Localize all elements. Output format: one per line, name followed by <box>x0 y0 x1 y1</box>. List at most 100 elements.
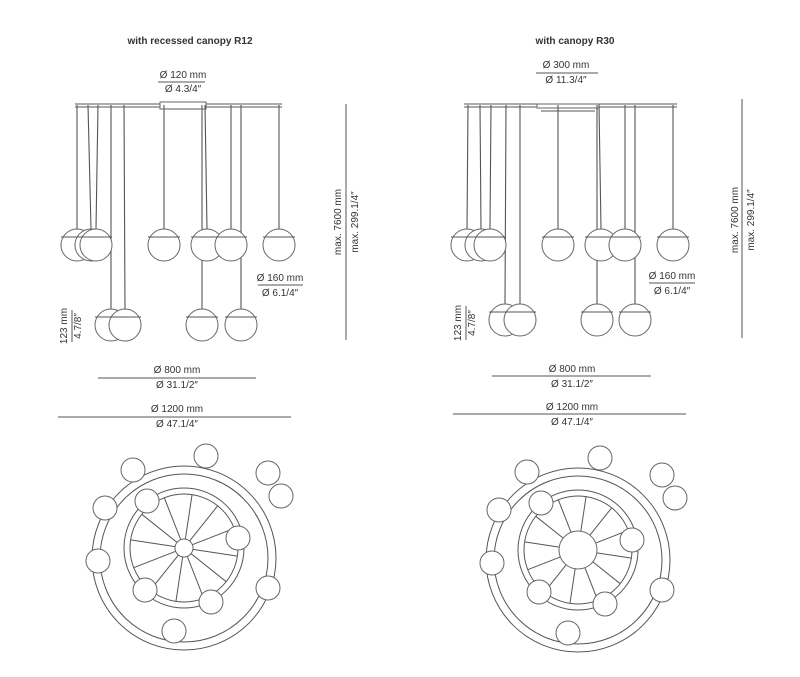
globe <box>185 308 219 342</box>
plan-view-r30 <box>479 445 688 653</box>
spoke <box>592 561 621 585</box>
cord <box>204 104 208 230</box>
globe <box>541 228 575 262</box>
outer-diameter-in: Ø 47.1/4″ <box>551 417 593 428</box>
plan-globe <box>161 618 187 644</box>
globe <box>79 228 113 262</box>
globe-diameter-in: Ø 6.1/4″ <box>262 288 299 299</box>
pendant-cords <box>76 104 280 310</box>
plan-globe <box>255 460 281 486</box>
plan-globe <box>268 483 294 509</box>
inner-diameter-in: Ø 31.1/2″ <box>156 380 198 391</box>
inner-diameter-mm: Ø 800 mm <box>549 364 596 375</box>
canopy-diameter-in: Ø 4.3/4″ <box>165 84 202 95</box>
plan-globe <box>479 550 505 576</box>
globe <box>503 303 537 337</box>
spoke <box>163 497 182 540</box>
panel-canopy-r30: with canopy R30 Ø 300 mm Ø 11.3/4″ max. … <box>450 36 757 653</box>
spoke <box>584 567 599 601</box>
globe <box>473 228 507 262</box>
spoke <box>190 553 227 583</box>
drop-mm: 123 mm <box>59 308 70 344</box>
plan-globe <box>514 459 540 485</box>
plan-globe <box>225 525 251 551</box>
hub <box>174 538 194 558</box>
inner-diameter-in: Ø 31.1/2″ <box>551 379 593 390</box>
plan-globe <box>255 575 281 601</box>
pendant-globes <box>450 228 690 337</box>
plan-view-r12 <box>85 443 294 651</box>
spoke <box>189 505 219 542</box>
globe <box>618 303 652 337</box>
globe-diameter-in: Ø 6.1/4″ <box>654 286 691 297</box>
pendant-globes <box>60 228 296 342</box>
canopy-r30 <box>536 103 600 109</box>
ceiling-rail <box>464 103 677 112</box>
globe <box>580 303 614 337</box>
spoke <box>184 494 193 540</box>
inner-diameter-mm: Ø 800 mm <box>154 365 201 376</box>
ceiling-rail <box>75 101 282 110</box>
globe <box>108 308 142 342</box>
cord <box>123 104 126 310</box>
spoke <box>569 568 576 604</box>
spoke <box>535 515 564 539</box>
spoke <box>580 496 587 532</box>
cord <box>598 104 602 230</box>
drop-mm: 123 mm <box>453 305 464 341</box>
panel-title: with recessed canopy R12 <box>126 36 252 47</box>
plan-globe <box>134 488 160 514</box>
canopy-r12 <box>159 101 207 110</box>
plan-globe <box>555 620 581 646</box>
spoke <box>192 527 235 546</box>
spoke <box>186 556 205 599</box>
cord <box>466 104 469 230</box>
cord <box>489 104 492 230</box>
max-height-in: max. 299.1/4″ <box>350 191 361 253</box>
pendant-cords <box>466 104 674 305</box>
spoke <box>589 507 613 536</box>
canopy-diameter-mm: Ø 300 mm <box>543 60 590 71</box>
canopy-diameter-in: Ø 11.3/4″ <box>545 75 587 86</box>
spoke <box>527 556 561 571</box>
plan-globe <box>132 577 158 603</box>
drop-in: 4.7/8″ <box>467 310 478 336</box>
panel-recessed-canopy-r12: with recessed canopy R12 Ø 120 mm Ø 4.3/… <box>58 36 361 651</box>
panel-title: with canopy R30 <box>535 36 615 47</box>
spoke <box>130 539 176 548</box>
plan-globe <box>120 457 146 483</box>
plan-globe <box>526 579 552 605</box>
cord <box>479 104 482 230</box>
globe <box>224 308 258 342</box>
plan-globe <box>92 495 118 521</box>
plan-globe <box>193 443 219 469</box>
spoke <box>133 550 176 569</box>
spoke <box>557 499 572 533</box>
spoke <box>141 513 178 543</box>
plan-globe <box>649 577 675 603</box>
plan-globe <box>662 485 688 511</box>
plan-globe <box>85 548 111 574</box>
outer-diameter-mm: Ø 1200 mm <box>151 404 203 415</box>
hub <box>558 530 598 570</box>
max-height-mm: max. 7600 mm <box>333 189 344 255</box>
drop-in: 4.7/8″ <box>73 313 84 339</box>
plan-globe <box>198 589 224 615</box>
globe <box>262 228 296 262</box>
plan-globe <box>486 497 512 523</box>
globe <box>656 228 690 262</box>
globe <box>214 228 248 262</box>
canopy-diameter-mm: Ø 120 mm <box>160 70 207 81</box>
globe <box>608 228 642 262</box>
globe-diameter-mm: Ø 160 mm <box>257 273 304 284</box>
outer-diameter-in: Ø 47.1/4″ <box>156 419 198 430</box>
plan-globe <box>592 591 618 617</box>
cord <box>95 104 99 230</box>
plan-globe <box>587 445 613 471</box>
cord <box>504 104 507 305</box>
cord <box>87 104 92 230</box>
plan-globe <box>619 527 645 553</box>
spoke <box>175 556 184 602</box>
